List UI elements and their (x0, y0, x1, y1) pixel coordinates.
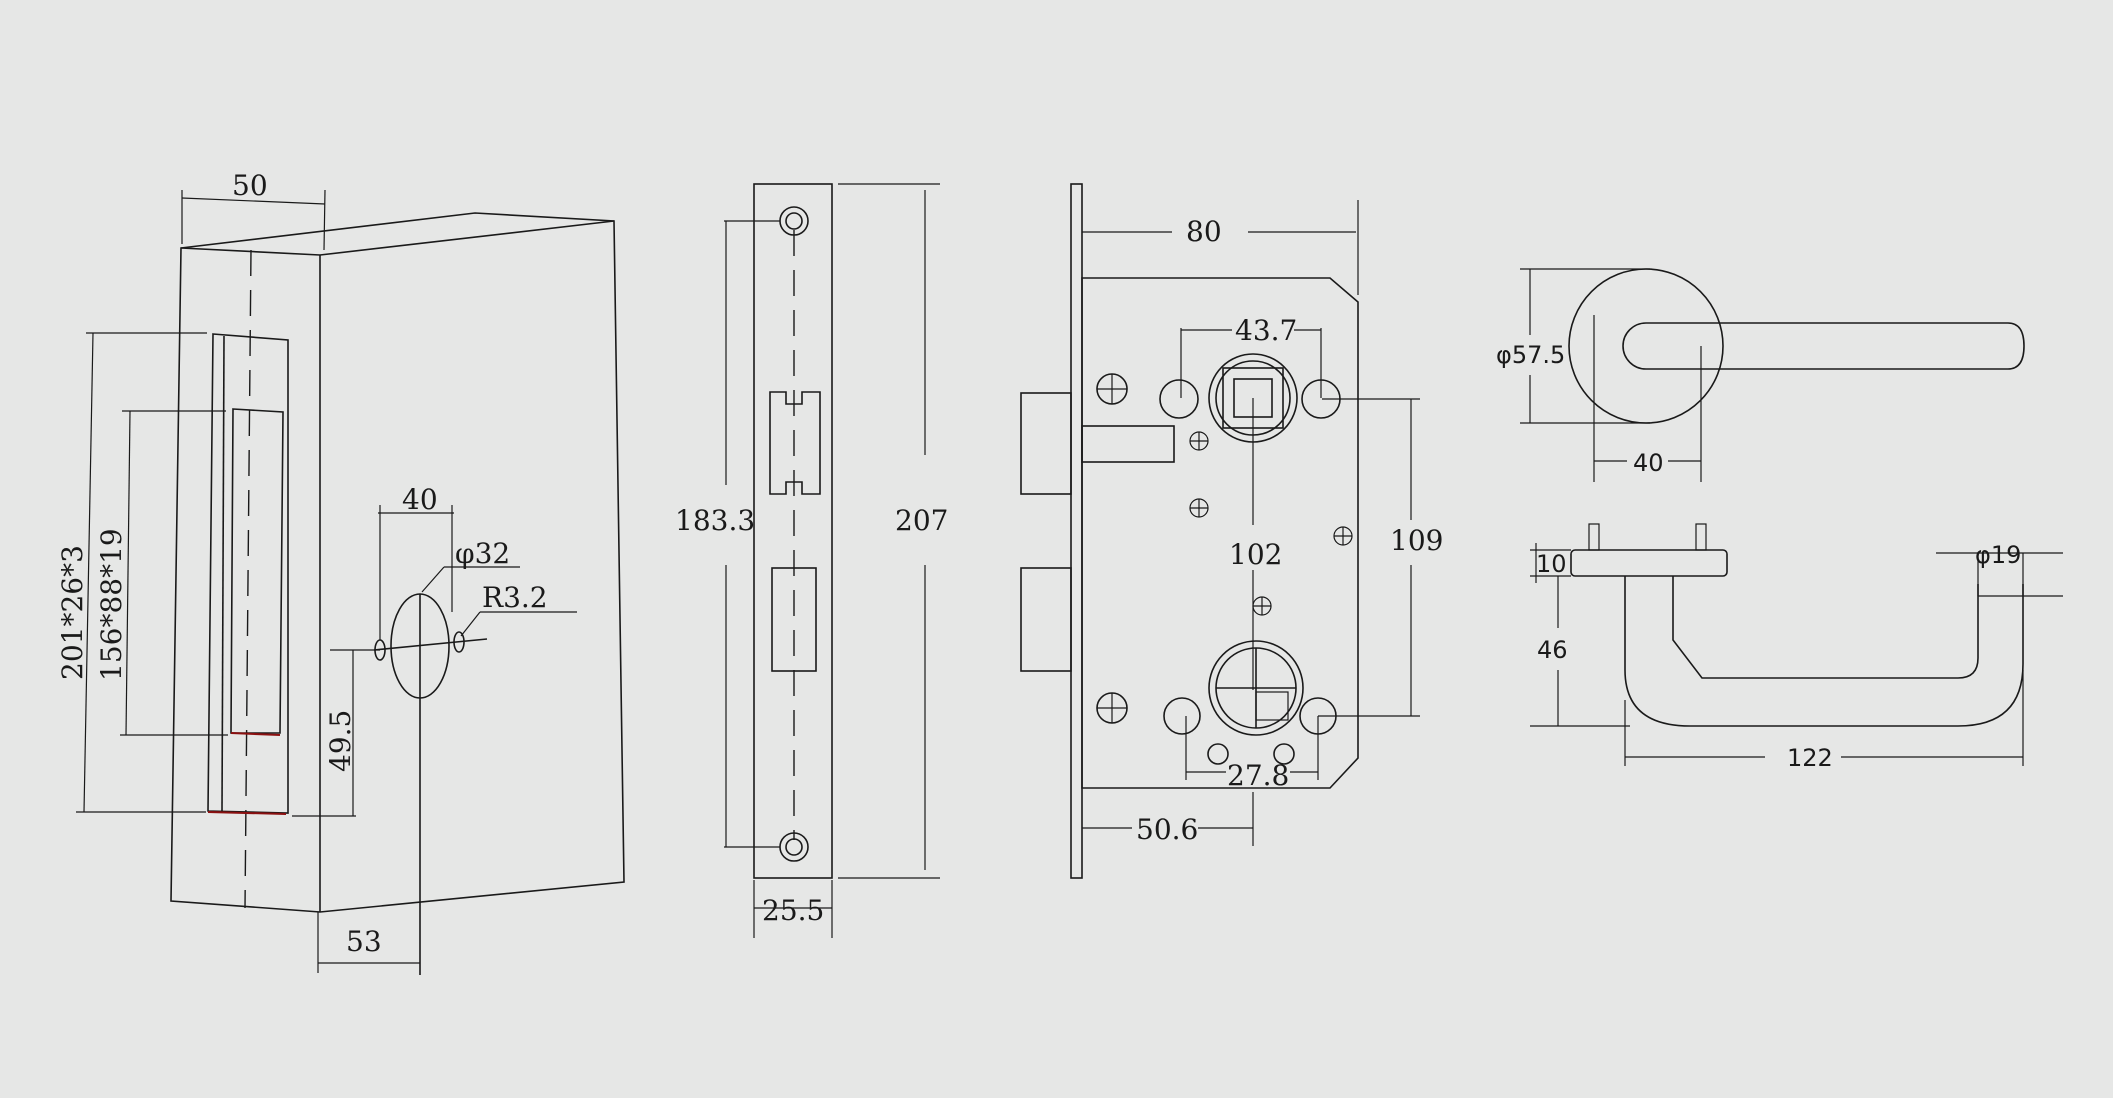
handle-lever-top (1622, 322, 2025, 370)
dim-width-top: 50 (181, 169, 326, 251)
dim-screw-spacing: 183.3 (675, 220, 780, 848)
dim-label-183-3: 183.3 (675, 504, 755, 537)
door-perspective-view: 50 201*26*3 156*88*19 40 φ32 (56, 169, 625, 975)
handle-lever-side (1624, 576, 2024, 727)
dim-label-rose-40: 40 (1633, 449, 1664, 477)
dim-lock-backset: 50.6 (1082, 792, 1254, 846)
dim-label-40: 40 (402, 483, 438, 516)
dim-faceplate-size: 201*26*3 (56, 332, 207, 813)
dim-bottom-hole-spacing: 27.8 (1185, 716, 1319, 792)
rose-pin-left (1588, 523, 1600, 551)
dim-label-d57-5: φ57.5 (1496, 341, 1565, 369)
handle-rose (1568, 268, 1724, 424)
dim-label-10: 10 (1536, 550, 1567, 578)
dim-label-46: 46 (1537, 636, 1568, 664)
cylinder-hub-bottom (1208, 640, 1304, 736)
dim-label-49-5: 49.5 (324, 710, 357, 772)
dim-hole-diameter: φ32 (421, 537, 520, 593)
dim-label-43-7: 43.7 (1235, 314, 1297, 347)
dim-rose-offset: 40 (1594, 449, 1701, 477)
dim-length: 122 (1624, 670, 2024, 772)
rose-pin-right (1695, 523, 1707, 551)
dim-body-width: 80 (1082, 200, 1359, 295)
dim-projection: 46 (1530, 576, 1630, 727)
handle-side-view (1570, 523, 2024, 727)
dim-label-cutout: 156*88*19 (95, 528, 128, 681)
case-screw-bottom-left (1096, 692, 1128, 724)
lock-case-outline (1081, 277, 1359, 789)
mortise-cutout (207, 333, 289, 815)
dim-total-height: 207 (838, 183, 948, 879)
dim-radius: R3.2 (460, 581, 577, 637)
dim-label-faceplate: 201*26*3 (56, 545, 89, 680)
faceplate-view: 183.3 207 25.5 (675, 183, 948, 938)
dim-hole-spacing: 40 (378, 483, 454, 640)
case-screw-top-left (1096, 373, 1128, 405)
dim-label-27-8: 27.8 (1227, 759, 1289, 792)
dim-label-102: 102 (1229, 538, 1282, 571)
deadbolt (1020, 567, 1072, 672)
dim-label-d19: φ19 (1975, 541, 2021, 569)
lock-body-view: 80 43.7 102 109 (1020, 183, 1443, 879)
handle-views: φ57.5 40 10 φ19 46 (1496, 268, 2063, 772)
dim-label-50-6: 50.6 (1136, 813, 1198, 846)
latch-bolt (1020, 392, 1072, 495)
latch-tail (1081, 425, 1175, 463)
dim-vertical-spacing: 102 (1229, 398, 1282, 690)
mount-hole-bottom-left (1163, 697, 1201, 735)
dim-grip-diameter: φ19 (1936, 541, 2063, 597)
dim-hub-hole-spacing: 43.7 (1180, 314, 1322, 398)
lever-hole (373, 593, 488, 975)
dim-label-80: 80 (1186, 215, 1222, 248)
dim-label-d32: φ32 (455, 537, 510, 570)
lock-faceplate-edge (1070, 183, 1083, 879)
dim-height-offset: 49.5 (292, 649, 380, 817)
dim-height: 109 (1318, 398, 1443, 717)
dim-rose-diameter: φ57.5 (1496, 268, 1650, 424)
dim-label-53: 53 (346, 925, 382, 958)
dim-backset: 53 (317, 912, 420, 973)
dim-label-122: 122 (1787, 744, 1833, 772)
faceplate-outline (753, 183, 833, 879)
small-screw-3 (1333, 526, 1353, 546)
dim-label-50: 50 (232, 169, 268, 202)
handle-rose-side (1570, 549, 1728, 577)
dim-rose-thickness: 10 (1530, 543, 1571, 583)
dim-faceplate-width: 25.5 (753, 880, 833, 938)
small-screw-1 (1189, 431, 1209, 451)
dim-cutout-size: 156*88*19 (95, 410, 228, 736)
door-outline (170, 212, 625, 913)
dim-label-25-5: 25.5 (762, 894, 824, 927)
deadbolt-slot (771, 567, 817, 672)
dim-label-109: 109 (1390, 524, 1443, 557)
small-screw-4 (1252, 596, 1272, 616)
latch-slot (769, 391, 821, 495)
pin-hole-right (1273, 743, 1295, 765)
pin-hole-left (1207, 743, 1229, 765)
mount-hole-top-left (1159, 379, 1199, 419)
small-screw-2 (1189, 498, 1209, 518)
dim-label-r32: R3.2 (482, 581, 548, 614)
dim-label-207: 207 (895, 504, 948, 537)
